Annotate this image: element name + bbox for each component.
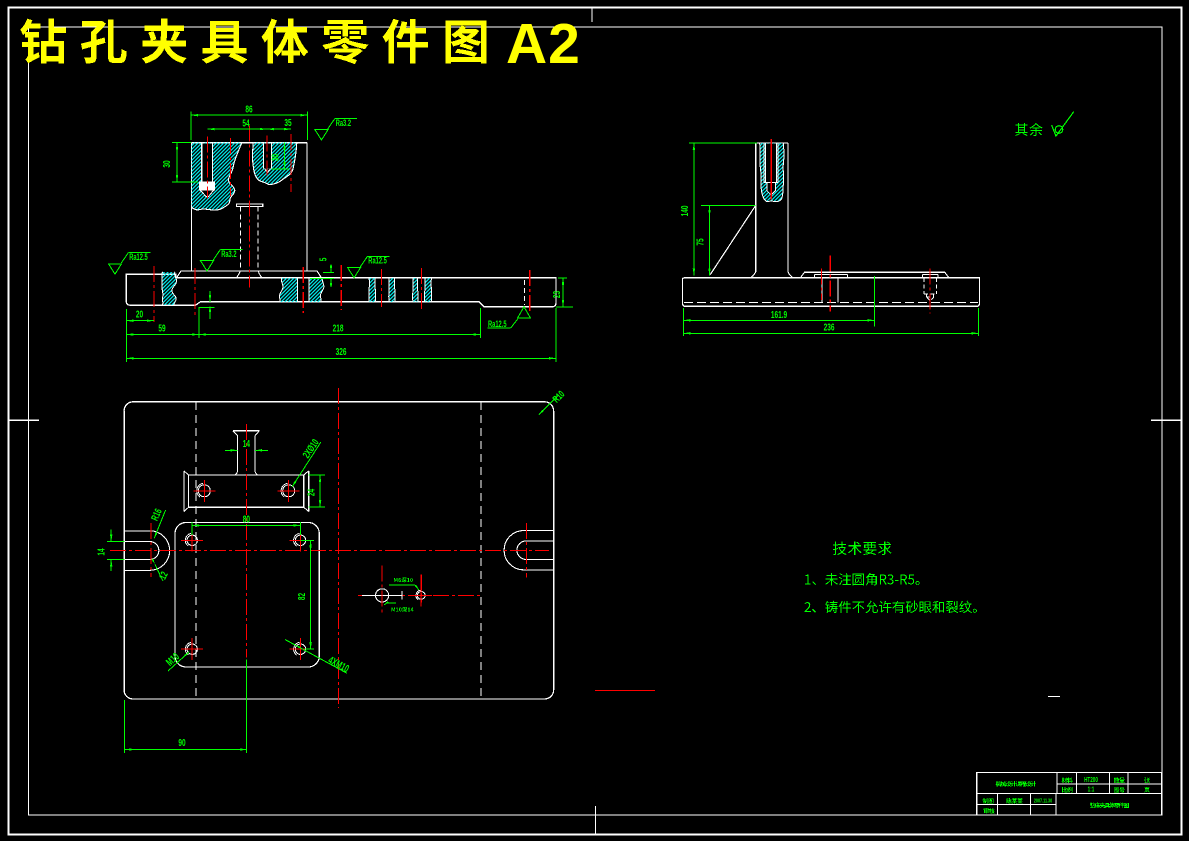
svg-text:23: 23 — [550, 291, 562, 298]
svg-text:161.9: 161.9 — [771, 308, 787, 320]
svg-text:30: 30 — [160, 160, 172, 167]
svg-text:5: 5 — [317, 258, 329, 262]
svg-text:82: 82 — [295, 593, 307, 600]
svg-text:Ra12.5: Ra12.5 — [129, 252, 148, 263]
svg-text:140: 140 — [678, 205, 690, 216]
svg-text:75: 75 — [694, 238, 706, 245]
svg-text:35: 35 — [284, 116, 291, 128]
svg-text:86: 86 — [245, 103, 252, 115]
svg-text:Ra3.2: Ra3.2 — [336, 117, 351, 128]
svg-text:A2: A2 — [506, 12, 581, 76]
svg-text:54: 54 — [242, 117, 249, 129]
svg-text:HT200: HT200 — [1084, 777, 1098, 784]
svg-text:Ra3.2: Ra3.2 — [221, 248, 236, 259]
svg-text:90: 90 — [178, 736, 185, 748]
svg-text:14: 14 — [243, 437, 250, 449]
svg-text:R16: R16 — [148, 506, 164, 522]
svg-text:59: 59 — [158, 322, 165, 334]
svg-text:326: 326 — [336, 345, 347, 357]
svg-text:2007.11.30: 2007.11.30 — [1034, 798, 1053, 805]
svg-text:12: 12 — [156, 569, 170, 581]
svg-text:20: 20 — [136, 308, 143, 320]
svg-text:Ra12.5: Ra12.5 — [368, 255, 387, 266]
svg-text:218: 218 — [333, 322, 344, 334]
svg-text:24: 24 — [305, 489, 317, 496]
svg-text:14: 14 — [95, 548, 107, 555]
svg-text:Ra12.5: Ra12.5 — [488, 319, 507, 330]
svg-text:80: 80 — [243, 513, 250, 525]
svg-text:30: 30 — [269, 154, 281, 161]
svg-text:1:1: 1:1 — [1088, 787, 1095, 794]
svg-text:236: 236 — [824, 321, 835, 333]
